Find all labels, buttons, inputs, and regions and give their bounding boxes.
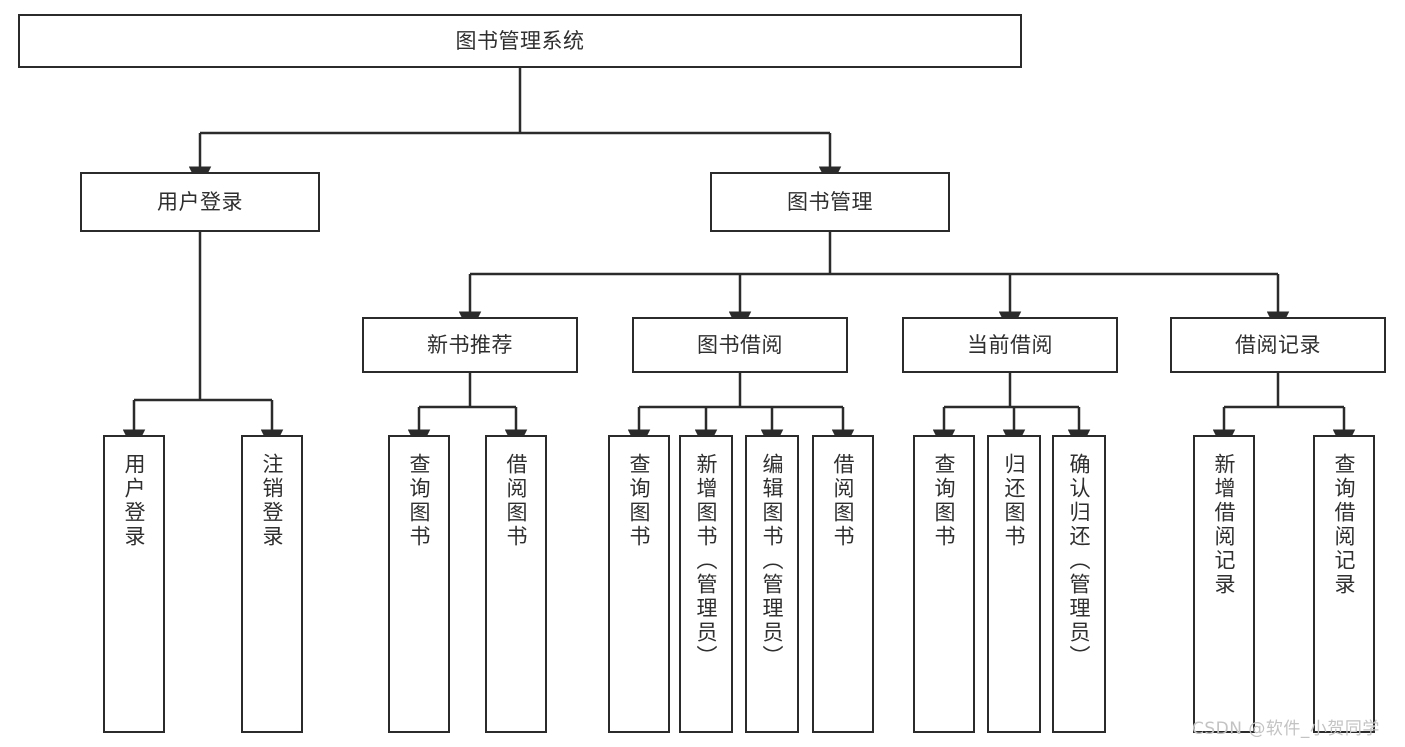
node-label: 新书推荐: [427, 332, 513, 357]
node-l3-a2[interactable]: 注销登录: [241, 435, 303, 733]
node-label: 图书管理: [787, 189, 873, 214]
node-l2-record[interactable]: 借阅记录: [1170, 317, 1386, 373]
node-label: 借阅图书: [831, 453, 856, 549]
node-l1-login[interactable]: 用户登录: [80, 172, 320, 232]
node-label: 用户登录: [157, 189, 243, 214]
node-l3-b1[interactable]: 查询图书: [388, 435, 450, 733]
node-label: 注销登录: [260, 453, 285, 549]
node-label: 查询图书: [627, 453, 652, 549]
node-l3-d3[interactable]: 确认归还（管理员）: [1052, 435, 1106, 733]
node-label: 查询借阅记录: [1332, 453, 1357, 597]
node-label: 当前借阅: [967, 332, 1053, 357]
node-root[interactable]: 图书管理系统: [18, 14, 1022, 68]
node-l3-a1[interactable]: 用户登录: [103, 435, 165, 733]
node-l3-c3[interactable]: 编辑图书（管理员）: [745, 435, 799, 733]
node-label: 查询图书: [932, 453, 957, 549]
node-l2-current[interactable]: 当前借阅: [902, 317, 1118, 373]
node-l3-e1[interactable]: 新增借阅记录: [1193, 435, 1255, 733]
node-l3-d2[interactable]: 归还图书: [987, 435, 1041, 733]
csdn-watermark: CSDN @软件_小贺同学: [1192, 719, 1380, 739]
node-label: 归还图书: [1002, 453, 1027, 549]
node-label: 确认归还（管理员）: [1067, 453, 1092, 669]
node-label: 借阅图书: [504, 453, 529, 549]
node-label: 查询图书: [407, 453, 432, 549]
node-l3-c2[interactable]: 新增图书（管理员）: [679, 435, 733, 733]
node-l3-c4[interactable]: 借阅图书: [812, 435, 874, 733]
node-l3-d1[interactable]: 查询图书: [913, 435, 975, 733]
tree-edges: [122, 68, 1356, 452]
node-label: 新增图书（管理员）: [694, 453, 719, 669]
node-label: 编辑图书（管理员）: [760, 453, 785, 669]
node-label: 图书管理系统: [455, 28, 585, 53]
node-label: 用户登录: [122, 453, 147, 549]
node-l3-b2[interactable]: 借阅图书: [485, 435, 547, 733]
node-l3-c1[interactable]: 查询图书: [608, 435, 670, 733]
node-l3-e2[interactable]: 查询借阅记录: [1313, 435, 1375, 733]
node-l2-borrow[interactable]: 图书借阅: [632, 317, 848, 373]
node-label: 借阅记录: [1235, 332, 1321, 357]
node-l2-new[interactable]: 新书推荐: [362, 317, 578, 373]
node-label: 图书借阅: [697, 332, 783, 357]
node-l1-book[interactable]: 图书管理: [710, 172, 950, 232]
node-label: 新增借阅记录: [1212, 453, 1237, 597]
